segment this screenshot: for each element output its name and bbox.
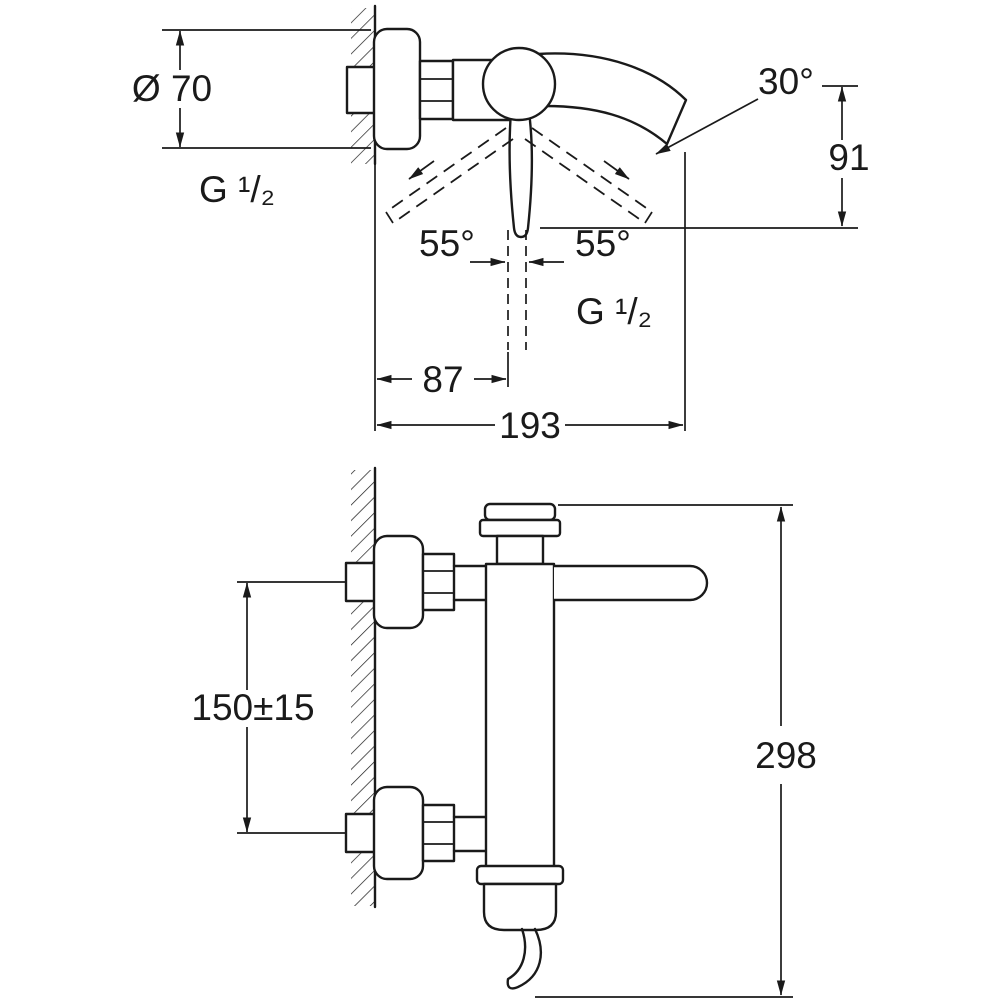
spout-angle-leader bbox=[655, 98, 759, 155]
inlet-union-bottom bbox=[344, 812, 379, 854]
swing-arrow-left bbox=[408, 160, 435, 180]
lever-handle-front bbox=[508, 110, 534, 239]
cartridge-cap bbox=[481, 46, 557, 122]
lever-swing-left bbox=[385, 127, 514, 224]
spout bbox=[536, 52, 688, 146]
swing-right-label: 55° bbox=[575, 223, 631, 264]
flange-diameter-label: Ø 70 bbox=[132, 68, 212, 109]
outlet-ring bbox=[475, 864, 565, 886]
union-nut-top bbox=[421, 552, 456, 612]
wall-flange-front bbox=[372, 27, 422, 151]
inlet-thread-label: G ¹/₂ bbox=[199, 169, 275, 210]
dim-298-label: 298 bbox=[755, 735, 817, 776]
dim-193-label: 193 bbox=[499, 405, 561, 446]
dim-87-label: 87 bbox=[422, 359, 463, 400]
union-nut-bottom bbox=[421, 803, 456, 863]
side-view: 150±15 298 bbox=[191, 466, 817, 998]
swing-arrow-right bbox=[603, 160, 630, 180]
mixer-body-side bbox=[484, 562, 556, 874]
body-top-ring bbox=[478, 518, 562, 538]
outlet-thread-label: G ¹/₂ bbox=[576, 291, 652, 332]
outlet-cup bbox=[482, 882, 558, 932]
body-neck bbox=[495, 534, 545, 566]
wall-flange-bottom bbox=[372, 785, 425, 881]
outlet-thread-callout bbox=[470, 230, 564, 350]
front-view: Ø 70 G ¹/₂ 55° 55° G ¹/₂ 87 193 30° 91 bbox=[132, 4, 870, 446]
inlet-union-top bbox=[344, 561, 379, 603]
swing-left-label: 55° bbox=[419, 223, 475, 264]
union-nut-front bbox=[418, 59, 455, 121]
wall-flange-top bbox=[372, 534, 425, 630]
spout-angle-label: 30° bbox=[758, 61, 814, 102]
dim-150-label: 150±15 bbox=[191, 687, 314, 728]
lever-swing-right bbox=[524, 127, 653, 224]
spout-curve-side bbox=[506, 927, 543, 990]
body-top-cap bbox=[483, 502, 557, 522]
lever-handle-side bbox=[554, 564, 709, 602]
dim-91-label: 91 bbox=[828, 137, 869, 178]
